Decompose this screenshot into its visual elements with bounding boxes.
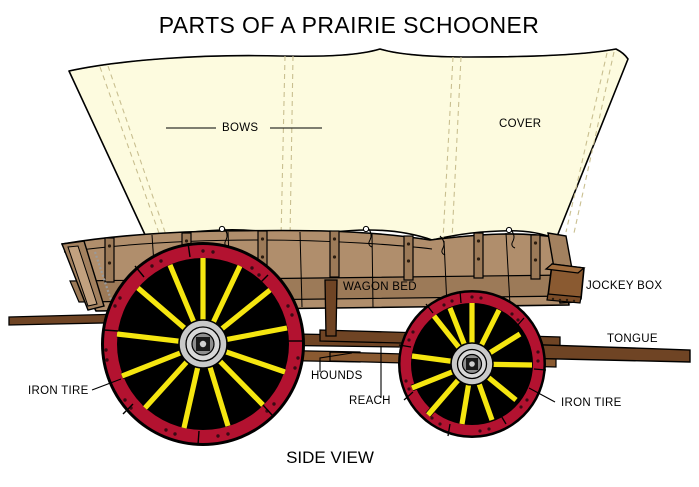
label-reach: REACH xyxy=(349,395,391,407)
wagon-cover xyxy=(68,48,629,241)
jockey-box-group xyxy=(544,263,586,304)
label-iron-tire-right: IRON TIRE xyxy=(561,397,622,409)
bow-anchor-rings xyxy=(218,225,513,234)
bow-seam-2b xyxy=(289,55,294,239)
leader-lines xyxy=(91,127,556,403)
bed-plank-lines xyxy=(151,231,511,309)
page-title: PARTS OF A PRAIRIE SCHOONER xyxy=(159,12,540,38)
rear-wheel xyxy=(101,242,305,446)
leader-iron-tire-right xyxy=(528,387,556,403)
rear-rim-nails xyxy=(104,249,300,438)
label-hounds: HOUNDS xyxy=(311,370,363,382)
cover-top-edge xyxy=(68,48,617,72)
label-jockey-box: JOCKEY BOX xyxy=(586,280,662,292)
view-caption: SIDE VIEW xyxy=(286,448,374,467)
bow-seam-4 xyxy=(565,52,608,233)
label-cover: COVER xyxy=(499,118,541,130)
label-tongue: TONGUE xyxy=(607,333,658,345)
jockey-box-lid xyxy=(544,263,586,274)
bow-seam-1b xyxy=(107,65,167,236)
rear-upright-post xyxy=(324,279,338,337)
rear-rim-joints xyxy=(103,242,302,446)
label-wagon-bed: WAGON BED xyxy=(343,281,417,293)
leader-hounds xyxy=(319,352,353,372)
jockey-box-rivets xyxy=(551,297,576,303)
part-labels: BOWS COVER WAGON BED JOCKEY BOX TONGUE I… xyxy=(28,118,662,409)
bow-seam-4b xyxy=(573,51,615,234)
label-iron-tire-left: IRON TIRE xyxy=(28,385,89,397)
front-rim-nails xyxy=(404,295,540,433)
bow-seam-2 xyxy=(280,55,286,239)
bow-seam-3 xyxy=(442,56,454,240)
leader-iron-tire-left xyxy=(91,378,122,391)
label-bows: BOWS xyxy=(222,122,258,134)
wagon-bed-rear-strip xyxy=(67,245,98,307)
jockey-box-base-strap xyxy=(546,293,582,304)
wagon-cover-group xyxy=(68,48,629,241)
bow-seam-3b xyxy=(451,56,462,240)
bow-seam-1 xyxy=(99,66,161,237)
front-rim-joints xyxy=(398,290,547,437)
front-wheel xyxy=(398,290,547,438)
